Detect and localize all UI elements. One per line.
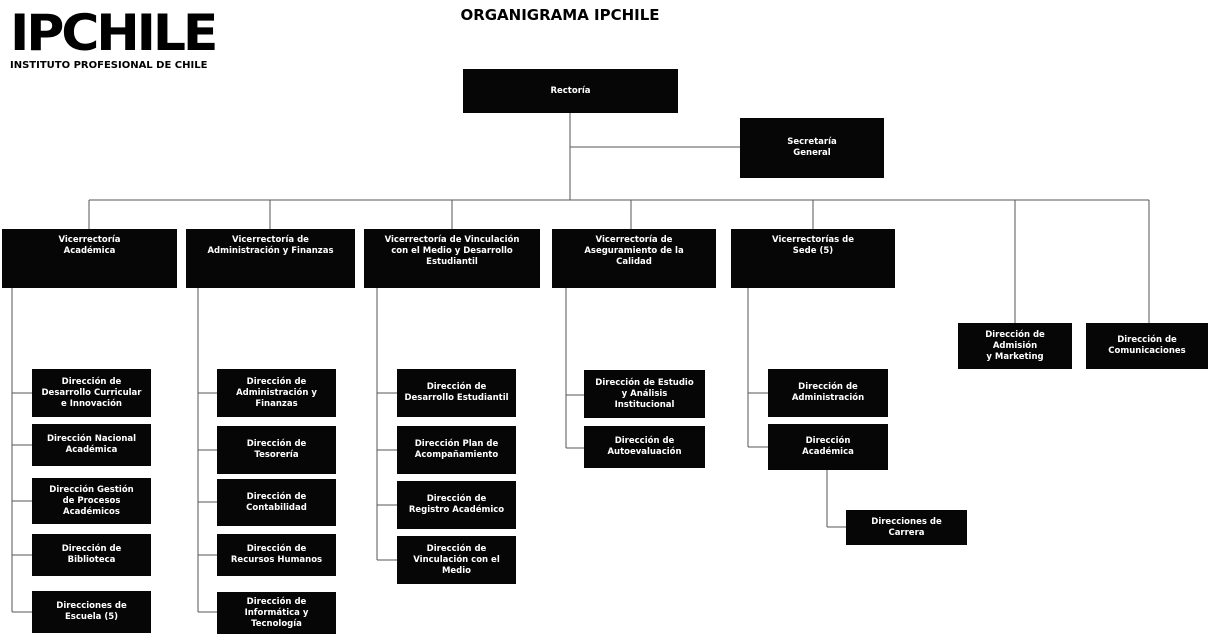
vicerrectoria-label: Vicerrectoría de Administración y Finanz… <box>207 235 334 256</box>
direccion-label: Dirección de Desarrollo Estudiantil <box>404 382 509 403</box>
direccion-label: Dirección de Recursos Humanos <box>230 544 323 565</box>
direccion-label: Direcciones de Escuela (5) <box>56 601 127 622</box>
direccion-label: Dirección Plan de Acompañamiento <box>414 439 499 460</box>
direccion-label: Dirección de Desarrollo Curricular e Inn… <box>41 376 142 409</box>
direccion-label: Dirección de Informática y Tecnología <box>244 596 309 629</box>
direccion-contabilidad-box: Dirección de Contabilidad <box>217 479 336 526</box>
direccion-label: Dirección de Estudio y Análisis Instituc… <box>595 377 694 410</box>
direccion-autoevaluacion-box: Dirección de Autoevaluación <box>584 426 705 468</box>
direccion-informatica-box: Dirección de Informática y Tecnología <box>217 592 336 634</box>
direccion-academica-sede-box: Dirección Académica <box>768 424 888 470</box>
direccion-vinculacion-medio-box: Dirección de Vinculación con el Medio <box>397 536 516 584</box>
vicerrectorias-sede-box: Vicerrectorías de Sede (5) <box>731 229 895 288</box>
direcciones-escuela-box: Direcciones de Escuela (5) <box>32 591 151 633</box>
rectoria-box: Rectoría <box>463 69 678 113</box>
direccion-plan-acompanamiento-box: Dirección Plan de Acompañamiento <box>397 426 516 474</box>
vicerrectoria-label: Vicerrectoría Académica <box>58 235 121 256</box>
direccion-label: Dirección Nacional Académica <box>46 434 137 455</box>
direccion-recursos-humanos-box: Dirección de Recursos Humanos <box>217 534 336 576</box>
direcciones-carrera-box: Direcciones de Carrera <box>846 510 967 545</box>
direccion-desarrollo-estudiantil-box: Dirección de Desarrollo Estudiantil <box>397 369 516 417</box>
vicerrectoria-vinculacion-box: Vicerrectoría de Vinculación con el Medi… <box>364 229 540 288</box>
logo-wordmark: IPCHILE <box>10 4 218 62</box>
direccion-desarrollo-curricular-box: Dirección de Desarrollo Curricular e Inn… <box>32 369 151 417</box>
direccion-comunicaciones-box: Dirección de Comunicaciones <box>1086 323 1208 369</box>
direccion-label: Dirección de Autoevaluación <box>607 436 682 457</box>
direccion-nacional-academica-box: Dirección Nacional Académica <box>32 424 151 466</box>
rectoria-label: Rectoría <box>550 85 591 96</box>
direccion-label: Dirección de Admisión y Marketing <box>985 329 1045 362</box>
direccion-biblioteca-box: Dirección de Biblioteca <box>32 534 151 576</box>
secretaria-general-label: Secretaría General <box>787 137 837 158</box>
direccion-label: Direcciones de Carrera <box>871 516 942 538</box>
direccion-label: Dirección de Registro Académico <box>408 494 505 515</box>
direccion-gestion-procesos-box: Dirección Gestión de Procesos Académicos <box>32 478 151 524</box>
vicerrectoria-label: Vicerrectorías de Sede (5) <box>772 235 854 256</box>
vicerrectoria-label: Vicerrectoría de Vinculación con el Medi… <box>384 235 520 267</box>
secretaria-general-box: Secretaría General <box>740 118 884 178</box>
page-title: ORGANIGRAMA IPCHILE <box>460 6 660 24</box>
direccion-label: Dirección de Biblioteca <box>61 544 122 565</box>
direccion-administracion-sede-box: Dirección de Administración <box>768 369 888 417</box>
direccion-label: Dirección de Administración <box>791 382 865 403</box>
logo-subtitle: INSTITUTO PROFESIONAL DE CHILE <box>10 60 208 71</box>
direccion-label: Dirección Gestión de Procesos Académicos <box>49 484 134 517</box>
vicerrectoria-academica-box: Vicerrectoría Académica <box>2 229 177 288</box>
direccion-label: Dirección de Administración y Finanzas <box>236 376 317 409</box>
direccion-tesoreria-box: Dirección de Tesorería <box>217 426 336 474</box>
direccion-label: Dirección de Vinculación con el Medio <box>413 543 500 576</box>
direccion-administracion-finanzas-box: Dirección de Administración y Finanzas <box>217 369 336 417</box>
direccion-admision-marketing-box: Dirección de Admisión y Marketing <box>958 323 1072 369</box>
ipchile-logo: IPCHILE INSTITUTO PROFESIONAL DE CHILE <box>10 8 225 71</box>
direccion-estudio-analisis-box: Dirección de Estudio y Análisis Instituc… <box>584 370 705 418</box>
vicerrectoria-label: Vicerrectoría de Aseguramiento de la Cal… <box>584 235 684 267</box>
vicerrectoria-aseguramiento-box: Vicerrectoría de Aseguramiento de la Cal… <box>552 229 716 288</box>
direccion-registro-academico-box: Dirección de Registro Académico <box>397 481 516 529</box>
vicerrectoria-administracion-box: Vicerrectoría de Administración y Finanz… <box>186 229 355 288</box>
direccion-label: Dirección de Contabilidad <box>246 491 307 513</box>
direccion-label: Dirección de Tesorería <box>246 439 307 460</box>
direccion-label: Dirección Académica <box>802 436 854 457</box>
direccion-label: Dirección de Comunicaciones <box>1108 335 1186 356</box>
